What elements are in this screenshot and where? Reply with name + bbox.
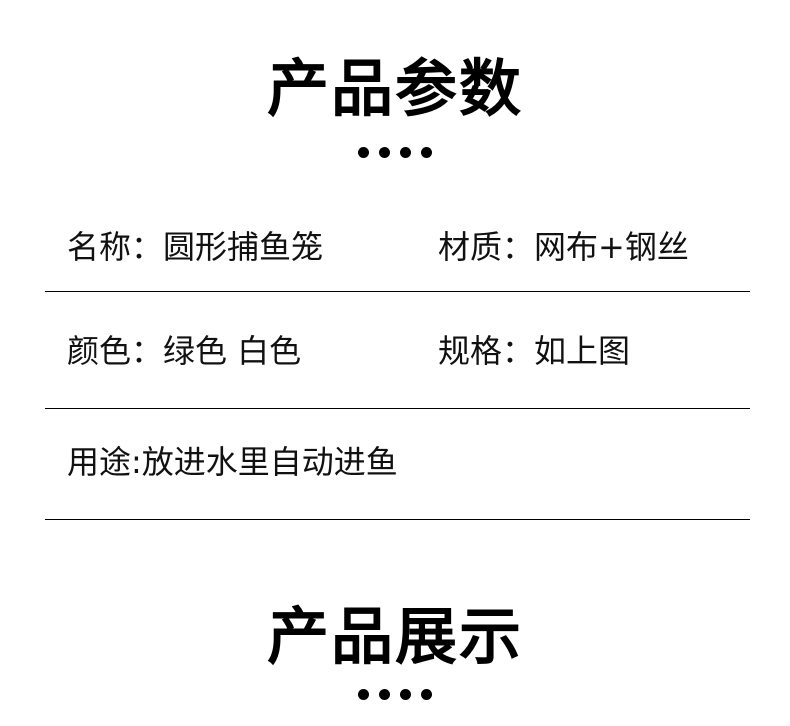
dot-icon (358, 689, 369, 700)
param-name: 名称：圆形捕鱼笼 (67, 228, 324, 266)
section-title-params: 产品参数 (266, 52, 523, 125)
param-material: 材质：网布+钢丝 (438, 228, 689, 266)
title-dots-decoration (0, 147, 790, 159)
param-spec: 规格：如上图 (438, 332, 631, 370)
dot-icon (379, 689, 390, 700)
param-row-usage: 用途:放进水里自动进鱼 (45, 408, 750, 520)
param-row-name-material: 名称：圆形捕鱼笼 材质：网布+钢丝 (45, 200, 750, 292)
dot-icon (400, 147, 411, 158)
param-usage: 用途:放进水里自动进鱼 (67, 443, 398, 481)
section-title-show: 产品展示 (266, 600, 523, 673)
param-row-color-spec: 颜色：绿色 白色 规格：如上图 (45, 291, 750, 409)
dot-icon (400, 689, 411, 700)
dot-icon (358, 147, 369, 158)
title-dots-decoration (0, 689, 790, 701)
dot-icon (421, 689, 432, 700)
dot-icon (379, 147, 390, 158)
param-color: 颜色：绿色 白色 (67, 332, 302, 370)
dot-icon (421, 147, 432, 158)
